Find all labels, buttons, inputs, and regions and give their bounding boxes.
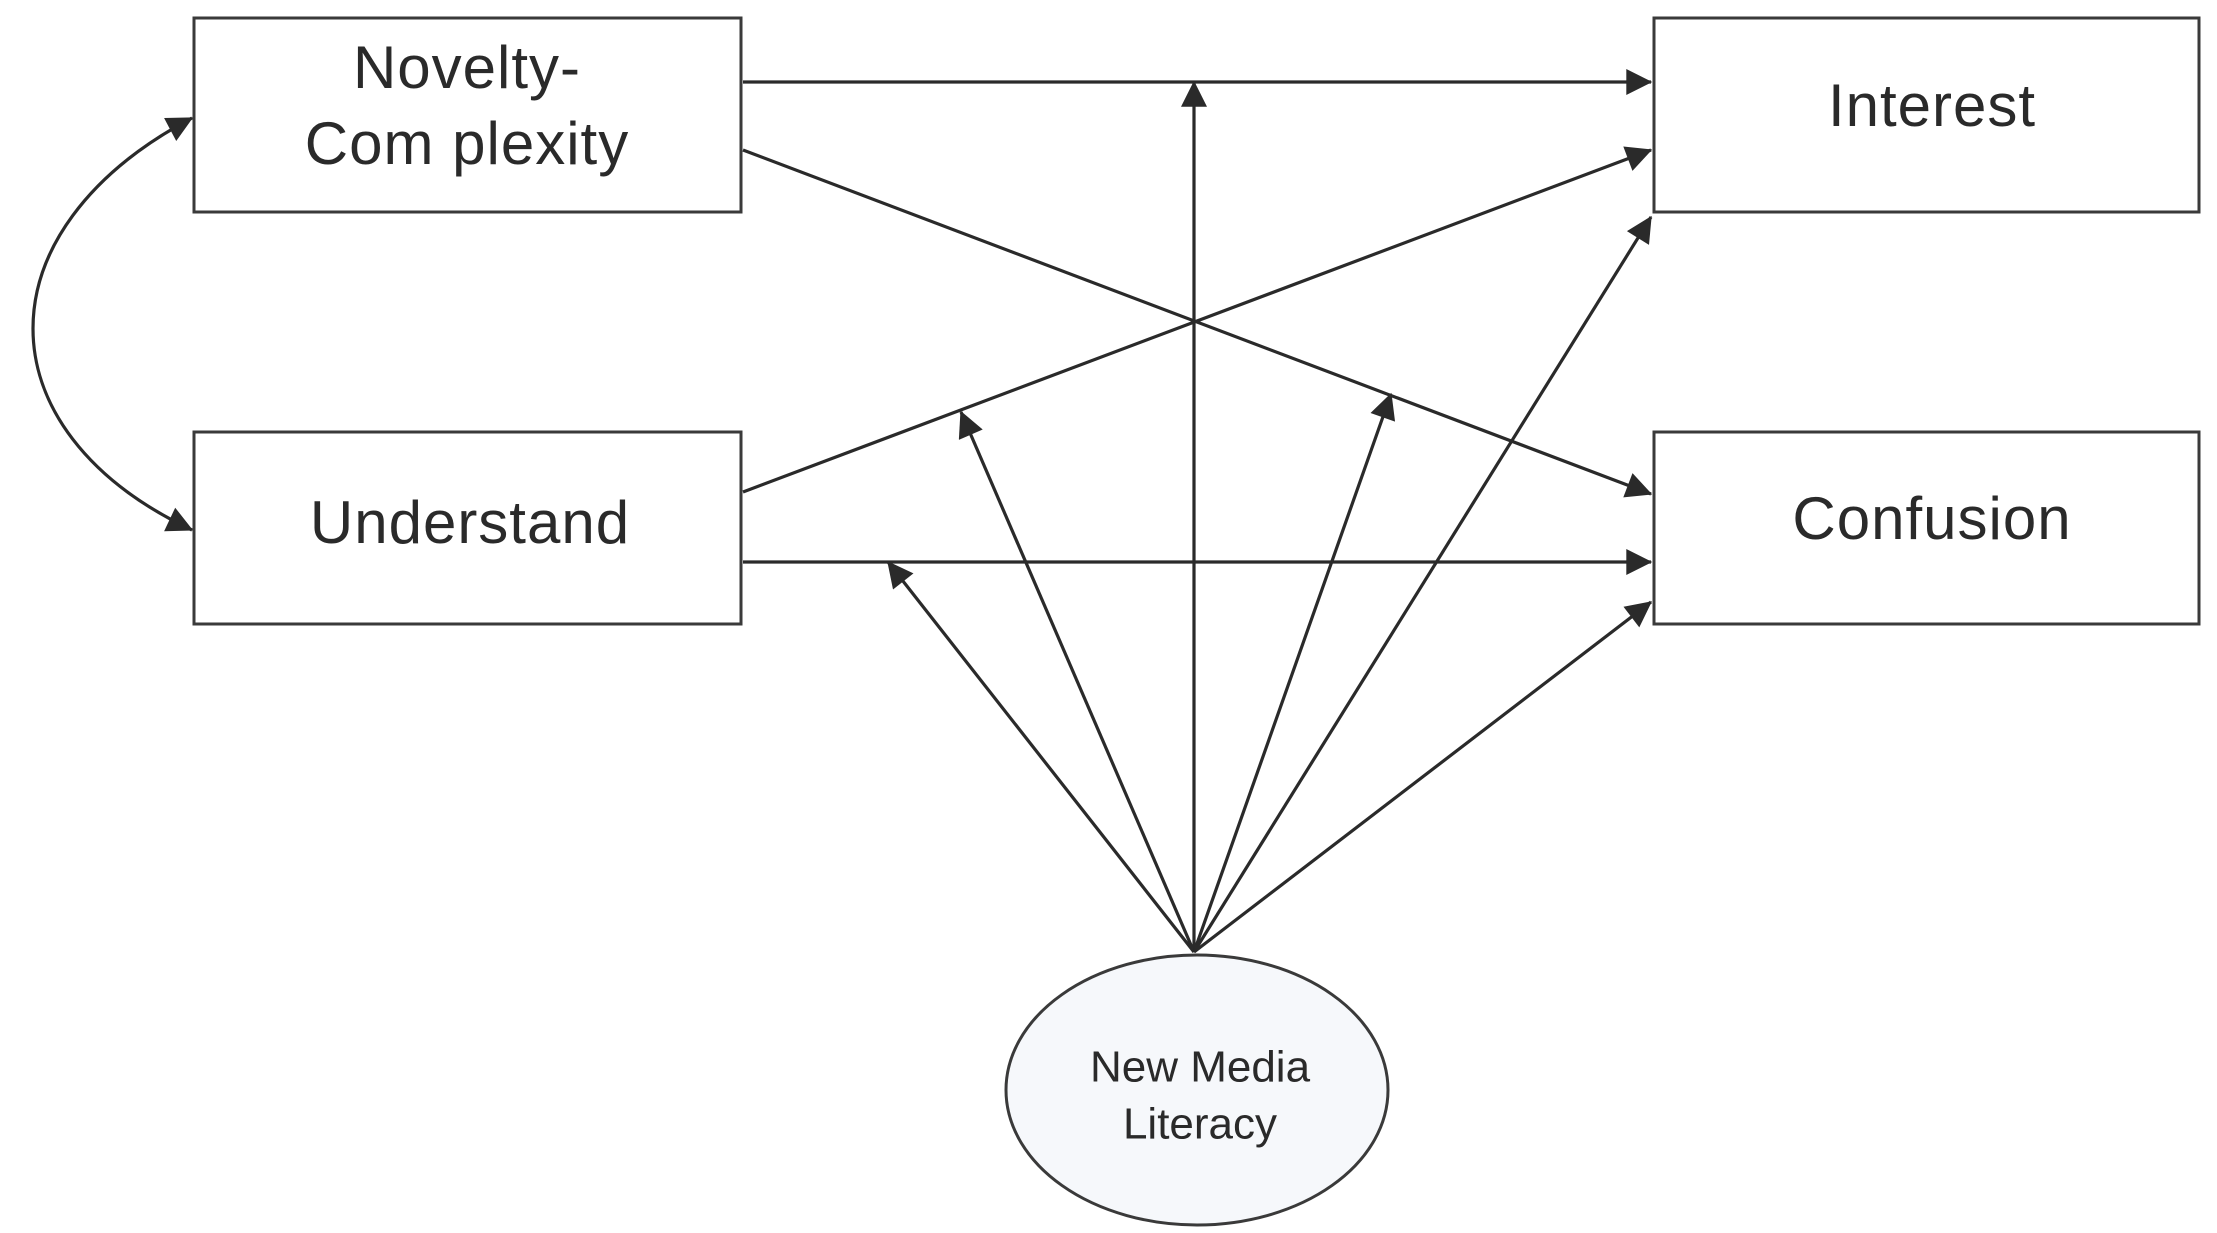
node-interest-label: Interest: [1828, 72, 2036, 139]
direct-arrow-to-confusion: [1193, 600, 1653, 954]
node-confusion: Confusion: [1652, 430, 2201, 626]
node-novelty-complexity-label-line2: Com plexity: [305, 110, 629, 177]
node-confusion-label: Confusion: [1792, 485, 2071, 552]
moderation-arrow-to-novelty-confusion: [1192, 392, 1396, 953]
node-interest: Interest: [1652, 16, 2201, 214]
moderation-arrow-to-understand-confusion: [886, 560, 1196, 953]
path-understand-interest: [742, 146, 1653, 494]
node-understand: Understand: [192, 430, 743, 626]
node-novelty-complexity-label-line1: Novelty-: [353, 34, 581, 101]
direct-arrow-to-interest: [1192, 215, 1653, 953]
moderation-arrow-to-understand-interest: [958, 410, 1196, 953]
covariance-arrow: [31, 116, 194, 532]
node-understand-label: Understand: [310, 489, 630, 556]
node-new-media-literacy-label-line1: New Media: [1090, 1043, 1311, 1092]
node-new-media-literacy: New Media Literacy: [1004, 953, 1390, 1227]
node-new-media-literacy-label-line2: Literacy: [1123, 1100, 1277, 1149]
node-novelty-complexity: Novelty- Com plexity: [192, 16, 743, 214]
